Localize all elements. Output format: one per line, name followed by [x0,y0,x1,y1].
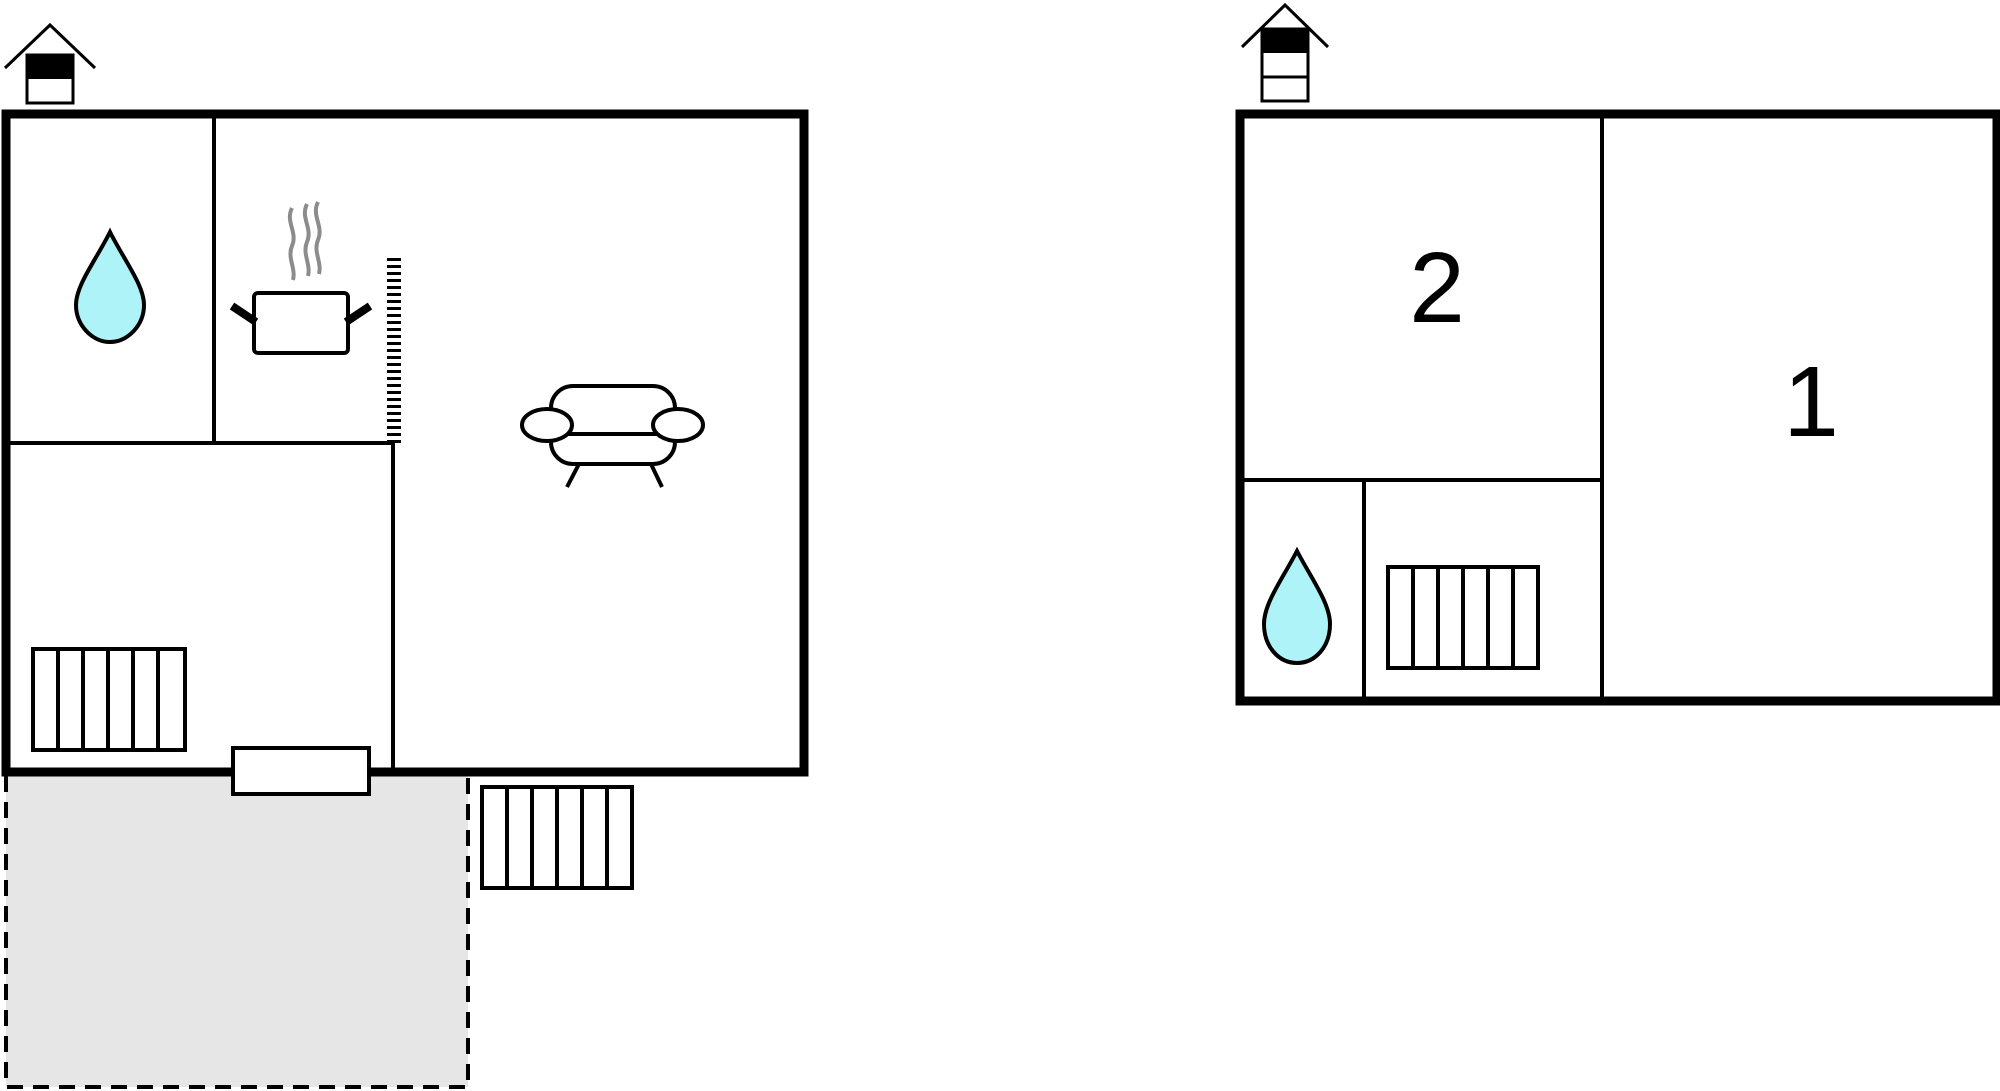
entrance-door [231,746,371,796]
ground-floor [1,22,809,1089]
water-drop-icon [1261,546,1333,666]
cooking-pot-icon [229,201,373,355]
house-level-icon-upper [1240,2,1330,103]
water-drop-icon [73,227,147,345]
house-level-icon-ground [3,22,97,105]
upper-floor: 2 1 [1235,2,2000,706]
ground-interior-walls [6,114,395,772]
terrace [4,770,470,1089]
staircase-icon [1386,565,1540,670]
upper-interior-walls [1240,114,1604,701]
staircase-icon [31,647,187,752]
room-label-2: 2 [1409,232,1465,344]
room-label-1: 1 [1783,346,1839,458]
terrace-steps-icon [480,785,634,890]
sofa-icon [520,384,705,488]
upper-outer-wall [1235,109,2000,706]
